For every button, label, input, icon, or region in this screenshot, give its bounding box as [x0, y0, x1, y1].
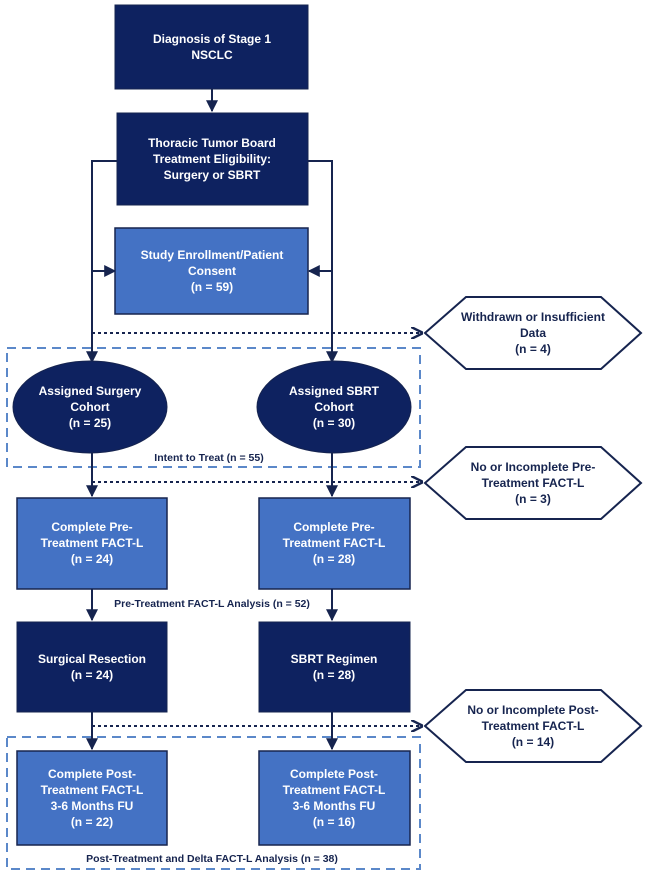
diagnosis-label-line: Diagnosis of Stage 1: [153, 32, 271, 46]
enrollment-label-line: Consent: [188, 264, 236, 278]
no-post-label-line: Treatment FACT-L: [482, 719, 585, 733]
post-surgery-box: [16, 750, 168, 846]
post-sbrt-box: [258, 750, 411, 846]
post-surgery-label-line: Complete Post-: [48, 767, 136, 781]
sbrt-regimen-box: [258, 621, 411, 713]
post-analysis-caption: Post-Treatment and Delta FACT-L Analysis…: [86, 853, 338, 865]
enrollment-label-line: Study Enrollment/Patient: [141, 248, 284, 262]
pre-analysis-caption: Pre-Treatment FACT-L Analysis (n = 52): [114, 598, 310, 610]
pre-sbrt-label-line: Treatment FACT-L: [283, 536, 386, 550]
post-sbrt-label-line: Treatment FACT-L: [283, 783, 386, 797]
diagnosis-label: Diagnosis of Stage 1 NSCLC: [153, 32, 271, 62]
pre-sbrt-box: [258, 497, 411, 590]
pre-surgery-label-line: Treatment FACT-L: [41, 536, 144, 550]
no-post-hexagon: [423, 689, 643, 763]
pre-sbrt-label-line: (n = 28): [313, 552, 355, 566]
sbrt-cohort-ellipse: [256, 360, 412, 454]
post-sbrt-label: Complete Post- Treatment FACT-L 3-6 Months…: [283, 767, 386, 829]
sbrt-regimen-label: SBRT Regimen (n = 28): [291, 652, 378, 682]
sbrt-cohort-label-line: Cohort: [314, 400, 353, 414]
post-sbrt-label-line: (n = 16): [313, 815, 355, 829]
resection-label-line: Surgical Resection: [38, 652, 146, 666]
sbrt-cohort-label-line: (n = 30): [313, 416, 355, 430]
tumor-board-label-line: Treatment Eligibility:: [153, 152, 271, 166]
post-sbrt-label-line: 3-6 Months FU: [293, 799, 376, 813]
tumor-board-label-line: Thoracic Tumor Board: [148, 136, 276, 150]
withdrawn-label-line: (n = 4): [515, 342, 551, 356]
sbrt-regimen-label-line: (n = 28): [313, 668, 355, 682]
no-pre-label-line: (n = 3): [515, 492, 551, 506]
intent-to-treat-group: [6, 347, 421, 468]
pre-sbrt-label: Complete Pre- Treatment FACT-L (n = 28): [283, 520, 386, 566]
withdrawn-label-line: Withdrawn or Insufficient: [461, 310, 605, 324]
withdrawn-hexagon: [423, 296, 643, 370]
tumor-board-box: [116, 112, 309, 206]
intent-to-treat-caption: Intent to Treat (n = 55): [154, 452, 263, 464]
surgery-cohort-ellipse: [12, 360, 168, 454]
pre-sbrt-label-line: Complete Pre-: [293, 520, 374, 534]
no-pre-hexagon: [423, 446, 643, 520]
no-pre-label-line: No or Incomplete Pre-: [471, 460, 596, 474]
pre-surgery-box: [16, 497, 168, 590]
surgery-cohort-label-line: (n = 25): [69, 416, 111, 430]
resection-label-line: (n = 24): [71, 668, 113, 682]
resection-box: [16, 621, 168, 713]
withdrawn-label-line: Data: [520, 326, 546, 340]
post-surgery-label: Complete Post- Treatment FACT-L 3-6 Months…: [41, 767, 144, 829]
post-sbrt-label-line: Complete Post-: [290, 767, 378, 781]
exclusion-lines: [92, 333, 422, 726]
enrollment-label-line: (n = 59): [191, 280, 233, 294]
surgery-cohort-label-line: Assigned Surgery: [39, 384, 142, 398]
enrollment-box: [114, 227, 309, 315]
no-post-label-line: No or Incomplete Post-: [467, 703, 598, 717]
no-post-label: No or Incomplete Post- Treatment FACT-L (n…: [467, 703, 598, 749]
tumor-board-label-line: Surgery or SBRT: [164, 168, 261, 182]
connectors: [86, 89, 338, 751]
diagnosis-box: [114, 4, 309, 90]
surgery-cohort-label-line: Cohort: [70, 400, 109, 414]
resection-label: Surgical Resection (n = 24): [38, 652, 146, 682]
post-surgery-label-line: Treatment FACT-L: [41, 783, 144, 797]
pre-surgery-label: Complete Pre- Treatment FACT-L (n = 24): [41, 520, 144, 566]
pre-surgery-label-line: Complete Pre-: [51, 520, 132, 534]
sbrt-regimen-label-line: SBRT Regimen: [291, 652, 378, 666]
no-post-label-line: (n = 14): [512, 735, 554, 749]
sbrt-cohort-label: Assigned SBRT Cohort (n = 30): [289, 384, 380, 430]
no-pre-label-line: Treatment FACT-L: [482, 476, 585, 490]
sbrt-cohort-label-line: Assigned SBRT: [289, 384, 380, 398]
diagnosis-label-line: NSCLC: [191, 48, 233, 62]
pre-surgery-label-line: (n = 24): [71, 552, 113, 566]
post-surgery-label-line: 3-6 Months FU: [51, 799, 134, 813]
no-pre-label: No or Incomplete Pre- Treatment FACT-L (n …: [471, 460, 596, 506]
post-analysis-group: [6, 736, 421, 870]
post-surgery-label-line: (n = 22): [71, 815, 113, 829]
